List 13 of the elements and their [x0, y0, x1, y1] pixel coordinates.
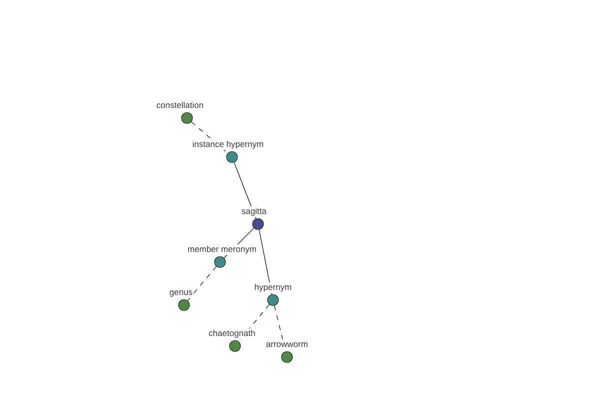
node-label: hypernym — [254, 284, 292, 292]
connector-line — [191, 122, 228, 154]
node-label: chaetognath — [208, 330, 255, 338]
node-label: genus — [170, 290, 192, 297]
node-label: sagitta — [242, 208, 267, 216]
connector-line — [258, 229, 272, 295]
connector-line — [187, 266, 217, 301]
node-label: member meronym — [188, 246, 256, 254]
connector-line — [234, 162, 256, 219]
node-label: arrowworm — [266, 342, 308, 348]
connector-line — [224, 228, 254, 258]
node-label: constellation — [156, 102, 204, 108]
node-label: instance hypernym — [192, 140, 264, 149]
